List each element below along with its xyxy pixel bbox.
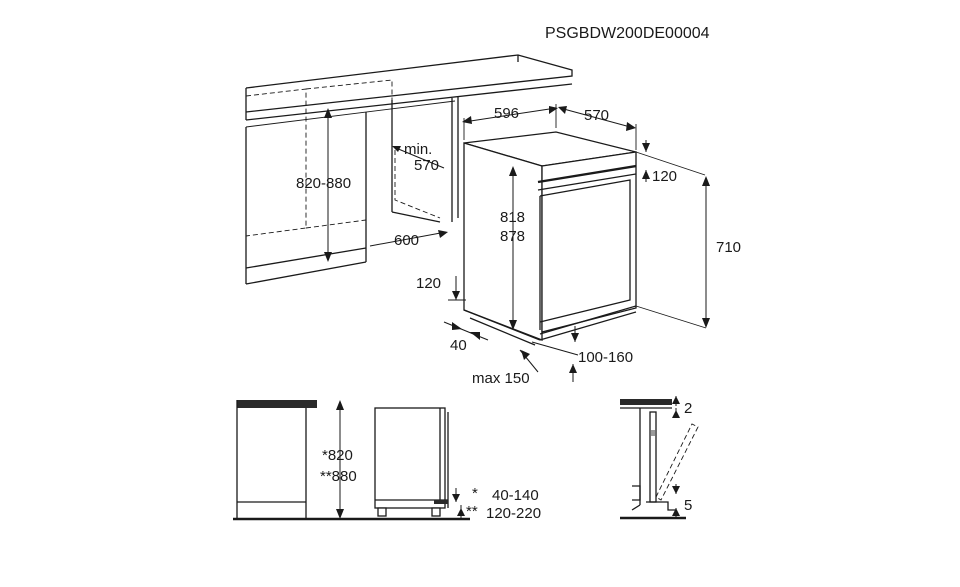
range-label-1: 40-140 — [492, 487, 539, 504]
star-label-1: * — [472, 485, 478, 502]
plinth-adjust-label: 100-160 — [578, 349, 633, 366]
side-elevation — [233, 400, 470, 521]
plinth-height-label: 120 — [416, 275, 441, 292]
gap-bottom-label: 5 — [684, 497, 692, 514]
niche-width-label: 600 — [394, 232, 419, 249]
dishwasher — [463, 131, 637, 346]
kitchen-cabinet — [245, 54, 573, 285]
niche-min-label: min. — [404, 141, 432, 158]
appliance-depth-label: 570 — [584, 107, 609, 124]
door-detail — [620, 396, 699, 520]
top-offset-label: 120 — [652, 168, 677, 185]
top-dimension-lines — [324, 104, 710, 382]
door-height-label: 710 — [716, 239, 741, 256]
appliance-height-label-1: 818 — [500, 209, 525, 226]
bottom-height-label-2: **880 — [320, 468, 357, 485]
appliance-width-label: 596 — [494, 105, 519, 122]
product-code: PSGBDW200DE00004 — [545, 25, 710, 42]
gap-top-label: 2 — [684, 400, 692, 417]
star-label-2: ** — [466, 503, 478, 520]
appliance-height-label-2: 878 — [500, 228, 525, 245]
plinth-max-label: max 150 — [472, 370, 530, 387]
plinth-offset-label: 40 — [450, 337, 467, 354]
cabinet-height-label: 820-880 — [296, 175, 351, 192]
niche-min-value: 570 — [414, 157, 439, 174]
range-label-2: 120-220 — [486, 505, 541, 522]
bottom-height-label-1: *820 — [322, 447, 353, 464]
